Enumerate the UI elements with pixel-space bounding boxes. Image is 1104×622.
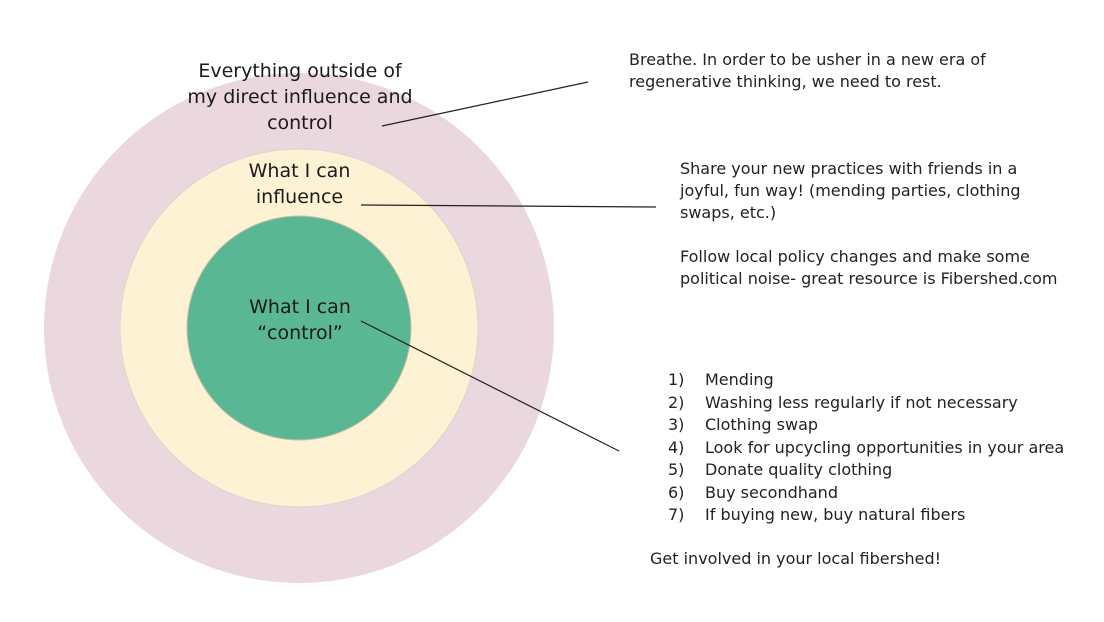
middle-connector-line xyxy=(360,204,657,208)
list-item: 1)Mending xyxy=(668,370,774,389)
outer-circle-label: Everything outside of my direct influenc… xyxy=(187,60,413,134)
list-item: 2)Washing less regularly if not necessar… xyxy=(668,392,1018,412)
list-item: 4)Look for upcycling opportunities in yo… xyxy=(668,437,1065,457)
inner-circle xyxy=(186,215,412,441)
inner-circle-label: What I can “control” xyxy=(249,296,351,344)
inner-actions-list: 1)Mending 2)Washing less regularly if no… xyxy=(668,369,1064,527)
outer-note-text: Breathe. In order to be usher in a new e… xyxy=(629,50,986,91)
outer-connector-line xyxy=(381,81,589,127)
outer-note: Breathe. In order to be usher in a new e… xyxy=(629,49,1029,93)
middle-note: Share your new practices with friends in… xyxy=(680,158,1070,290)
inner-connector-line xyxy=(360,320,620,452)
middle-circle-label: What I can influence xyxy=(248,160,351,208)
footer-note-text: Get involved in your local fibershed! xyxy=(650,549,942,568)
footer-note: Get involved in your local fibershed! xyxy=(650,548,1050,570)
middle-note-text-2: Follow local policy changes and make som… xyxy=(680,247,1058,288)
middle-note-text-1: Share your new practices with friends in… xyxy=(680,159,1021,222)
list-item: 3)Clothing swap xyxy=(668,415,819,434)
list-item: 5)Donate quality clothing xyxy=(668,460,893,479)
list-item: 7)If buying new, buy natural fibers xyxy=(668,505,966,524)
list-item: 6)Buy secondhand xyxy=(668,482,838,502)
